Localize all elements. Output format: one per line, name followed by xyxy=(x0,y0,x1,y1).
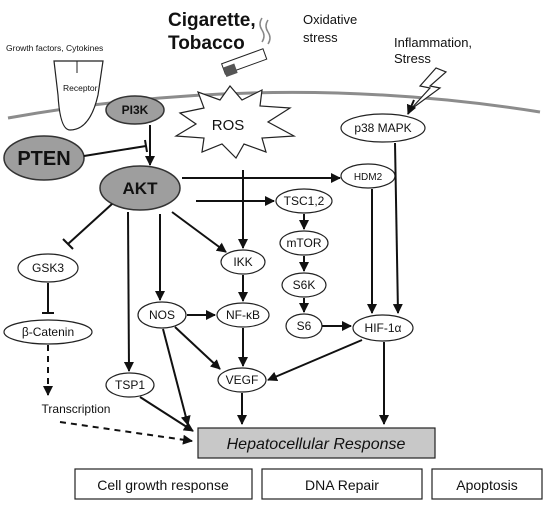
nos-label: NOS xyxy=(149,308,175,322)
nos-node xyxy=(137,301,187,329)
p38-label: p38 MAPK xyxy=(354,121,411,135)
vegf-node xyxy=(217,367,267,393)
catenin-label: β-Catenin xyxy=(22,325,74,339)
akt-label: AKT xyxy=(123,179,159,198)
s6k-label: S6K xyxy=(293,278,316,292)
smoking-label-2: Tobacco xyxy=(168,33,245,54)
pten-label: PTEN xyxy=(17,148,70,170)
ros-label: ROS xyxy=(212,117,245,134)
hepatocellular-response-box xyxy=(197,427,436,459)
ikk-node xyxy=(220,249,266,275)
oxidative-label-1: Oxidative xyxy=(303,12,357,27)
inhibition-edges xyxy=(42,139,148,314)
inflammation-label-2: Stress xyxy=(394,51,431,66)
ikk-label: IKK xyxy=(233,255,252,269)
nfkb-node xyxy=(216,302,270,328)
ros-starburst xyxy=(174,85,297,159)
p38-node xyxy=(340,113,426,143)
mtor-node xyxy=(279,230,329,256)
pten-node xyxy=(3,135,85,181)
tsp1-node xyxy=(105,372,155,398)
outcome-label-dna-repair: DNA Repair xyxy=(305,477,379,493)
pi3k-label: PI3K xyxy=(122,103,149,117)
pi3k-node xyxy=(105,95,165,125)
tsp1-label: TSP1 xyxy=(115,378,145,392)
mtor-label: mTOR xyxy=(286,236,321,250)
receptor-label: Receptor xyxy=(63,83,98,93)
outcome-label-cell-growth: Cell growth response xyxy=(97,477,229,493)
lightning-icon xyxy=(409,67,448,111)
hif-node xyxy=(352,314,414,342)
growth-factors-label: Growth factors, Cytokines xyxy=(6,43,103,53)
nfkb-label: NF-κB xyxy=(226,308,260,322)
smoking-label-1: Cigarette, xyxy=(168,10,256,31)
activation-edges xyxy=(123,99,417,432)
hepatocellular-response-label: Hepatocellular Response xyxy=(227,436,406,453)
s6-label: S6 xyxy=(297,319,312,333)
outcome-label-apoptosis: Apoptosis xyxy=(456,477,517,493)
catenin-node xyxy=(3,319,93,345)
gsk3-node xyxy=(17,253,79,283)
outcome-box-cell-growth xyxy=(74,468,253,500)
akt-node xyxy=(99,165,181,211)
tsc-node xyxy=(275,188,333,214)
vegf-label: VEGF xyxy=(226,373,259,387)
gsk3-label: GSK3 xyxy=(32,261,64,275)
outcome-box-apoptosis xyxy=(431,468,543,500)
outcome-box-dna-repair xyxy=(261,468,423,500)
cigarette-icon xyxy=(220,17,271,77)
tsc-label: TSC1,2 xyxy=(284,194,325,208)
oxidative-label-2: stress xyxy=(303,30,338,45)
receptor-shape xyxy=(53,60,104,131)
dashed-edges xyxy=(43,345,193,445)
inflammation-label-1: Inflammation, xyxy=(394,35,472,50)
hdm2-label: HDM2 xyxy=(354,172,383,183)
transcription-label: Transcription xyxy=(42,402,111,416)
hif-label: HIF-1α xyxy=(365,321,402,335)
s6k-node xyxy=(281,272,327,298)
